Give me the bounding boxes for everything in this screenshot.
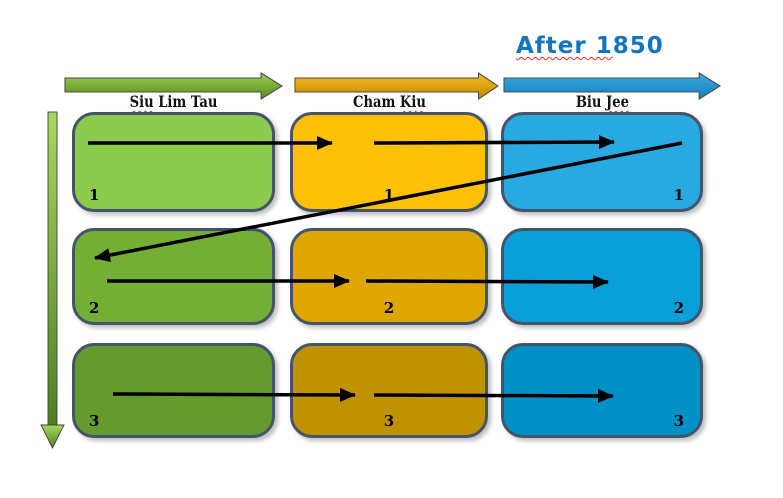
cell-biu-jee-3: 3 — [501, 343, 703, 438]
cell-number: 1 — [673, 186, 684, 204]
header-misspelled-word: Siu — [129, 92, 154, 111]
header-text: Lim Tau — [153, 92, 218, 111]
cell-number: 2 — [383, 299, 395, 317]
blue-right-arrow-icon — [503, 72, 721, 100]
cell-siu-lim-tau-3: 3 — [72, 343, 275, 438]
slide-title-wavy-part: After 1 — [516, 33, 613, 59]
cell-cham-kiu-1: 1 — [290, 112, 488, 212]
gold-right-arrow-icon — [294, 72, 499, 100]
cell-number: 2 — [673, 299, 684, 317]
cell-siu-lim-tau-1: 1 — [72, 112, 275, 212]
cell-number: 3 — [673, 412, 684, 430]
header-text: Biu — [575, 92, 606, 111]
cell-number: 2 — [89, 299, 100, 317]
green-right-arrow-icon — [64, 72, 283, 100]
slide-title: After 1850 — [516, 33, 676, 63]
cell-number: 3 — [383, 412, 395, 430]
column-header-siu-lim-tau: Siu Lim Tau — [72, 92, 275, 111]
cell-cham-kiu-3: 3 — [290, 343, 488, 438]
cell-number: 1 — [89, 186, 100, 204]
slide-title-rest: 850 — [612, 33, 664, 59]
header-misspelled-word: Jee — [605, 92, 629, 111]
cell-biu-jee-2: 2 — [501, 228, 703, 325]
column-header-cham-kiu: Cham Kiu — [290, 92, 488, 111]
cell-siu-lim-tau-2: 2 — [72, 228, 275, 325]
cell-biu-jee-1: 1 — [501, 112, 703, 212]
column-header-biu-jee: Biu Jee — [501, 92, 703, 111]
cell-cham-kiu-2: 2 — [290, 228, 488, 325]
header-text: Cham — [352, 92, 400, 111]
cell-number: 1 — [383, 186, 395, 204]
cell-number: 3 — [89, 412, 100, 430]
header-misspelled-word: Kiu — [399, 92, 426, 111]
vertical-down-arrow-icon — [40, 111, 65, 450]
